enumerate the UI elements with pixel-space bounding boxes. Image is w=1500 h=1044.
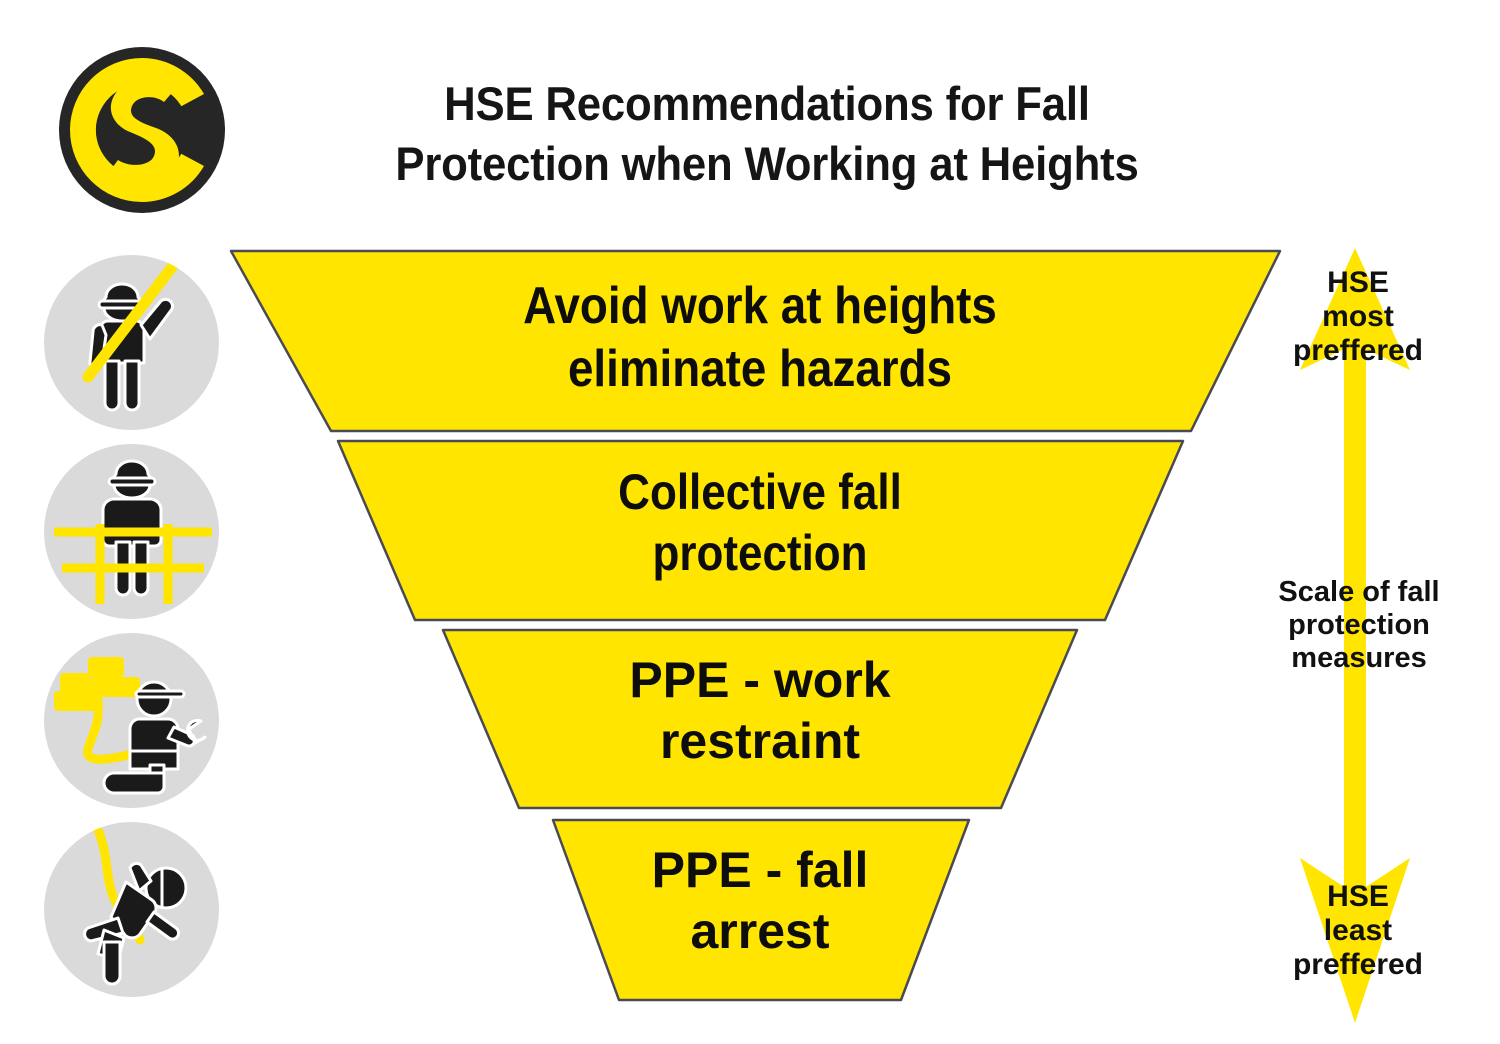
funnel-tier-3-line-1: PPE - work	[629, 652, 891, 708]
funnel-tier-2-label: Collective fall protection	[400, 462, 1120, 584]
scale-arrow-head-up	[1300, 248, 1410, 370]
scale-label-least-preferred: HSE least preffered	[1262, 880, 1454, 983]
scale-label-measures: Scale of fall protection measures	[1248, 576, 1470, 675]
scale-label-most-preferred: HSE most preffered	[1262, 266, 1454, 369]
scale-bottom-line-3: preffered	[1292, 948, 1424, 982]
scale-arrow-shaft	[1344, 308, 1366, 948]
worker-behind-guardrail-icon	[44, 444, 219, 619]
funnel-tier-4-line-2: arrest	[690, 903, 830, 959]
page-title: HSE Recommendations for Fall Protection …	[297, 74, 1236, 194]
funnel-tier-2-line-1: Collective fall	[618, 464, 902, 520]
funnel-tier-2-line-2: protection	[652, 525, 868, 581]
scale-mid-line-3: measures	[1291, 642, 1427, 675]
worker-falling-lifeline-icon	[44, 822, 219, 997]
funnel-tier-1-line-1: Avoid work at heights	[523, 277, 997, 335]
funnel-tier-3-label: PPE - work restraint	[470, 650, 1050, 772]
funnel-tier-1-label: Avoid work at heights eliminate hazards	[330, 275, 1190, 402]
funnel-tier-1-shape	[229, 249, 1282, 433]
funnel-tier-4-shape	[551, 818, 971, 1002]
scale-bottom-line-2: least	[1323, 914, 1393, 948]
scale-top-line-3: preffered	[1292, 334, 1424, 368]
scale-mid-line-1: Scale of fall	[1278, 576, 1440, 608]
scale-double-arrow	[1258, 248, 1488, 1023]
scale-arrow-head-down	[1300, 858, 1410, 1023]
worker-lanyard-restraint-icon	[44, 633, 219, 808]
company-logo	[58, 44, 226, 216]
funnel-tier-1-line-2: eliminate hazards	[567, 340, 953, 399]
scale-top-line-2: most	[1322, 300, 1394, 334]
funnel-tier-3-shape	[441, 628, 1079, 810]
scale-bottom-line-1: HSE	[1327, 880, 1389, 913]
funnel-tier-4-line-1: PPE - fall	[651, 842, 869, 898]
scale-top-line-1: HSE	[1327, 266, 1389, 299]
funnel-tier-2-shape	[336, 439, 1185, 622]
fall-protection-funnel	[225, 248, 1290, 1008]
worker-raised-arm-prohibited-icon	[44, 255, 219, 430]
scale-mid-line-2: protection	[1288, 609, 1430, 642]
page-title-line-2: Protection when Working at Heights	[395, 137, 1139, 191]
page-title-line-1: HSE Recommendations for Fall	[444, 77, 1090, 130]
funnel-tier-4-label: PPE - fall arrest	[540, 840, 980, 962]
funnel-tier-3-line-2: restraint	[659, 713, 861, 769]
